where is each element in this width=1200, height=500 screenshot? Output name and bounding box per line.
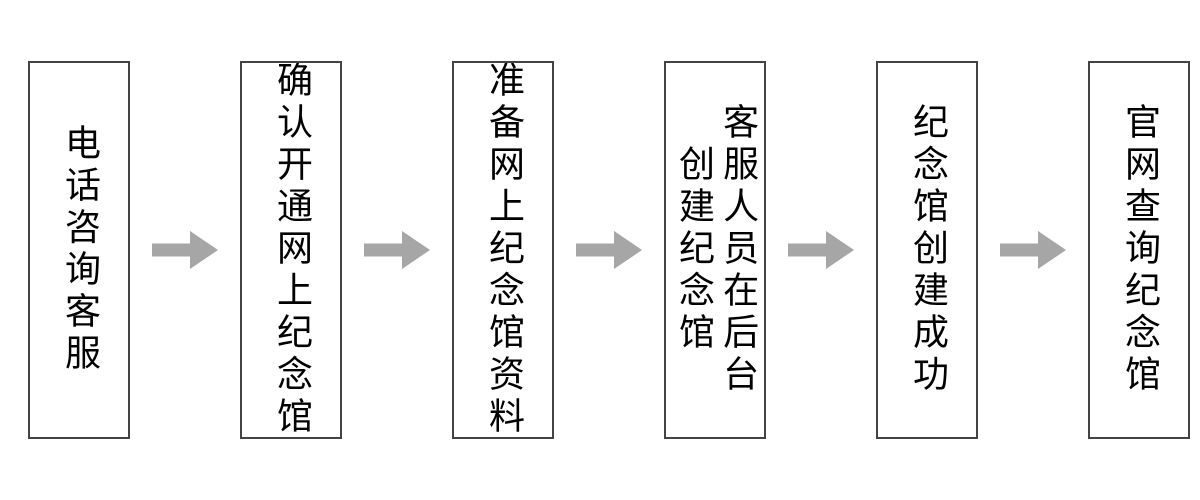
step-6-text-column-1: 官网查询纪念馆 [1119, 103, 1161, 397]
step-3-text-column-1: 准备网上纪念馆资料 [483, 61, 525, 439]
step-box-2-confirm-open-memorial[interactable]: 确认开通网上纪念馆 [240, 61, 342, 439]
step-2-text-column-1: 确认开通网上纪念馆 [271, 61, 313, 439]
step-4-text-column-2: 创建纪念馆 [673, 145, 714, 355]
step-box-6-query-memorial-on-site[interactable]: 官网查询纪念馆 [1088, 61, 1190, 439]
step-5-text-column-1: 纪念馆创建成功 [907, 103, 949, 397]
arrow-step3-to-step4 [576, 231, 642, 269]
step-4-text-column-1: 客服人员在后台 [717, 103, 759, 397]
step-box-4-support-creates-memorial[interactable]: 客服人员在后台 创建纪念馆 [664, 61, 766, 439]
arrow-step1-to-step2 [152, 231, 218, 269]
step-box-5-memorial-created-success[interactable]: 纪念馆创建成功 [876, 61, 978, 439]
step-box-3-prepare-memorial-materials[interactable]: 准备网上纪念馆资料 [452, 61, 554, 439]
step-box-1-phone-consult-support[interactable]: 电话咨询客服 [28, 61, 130, 439]
step-1-text-column-1: 电话咨询客服 [59, 124, 101, 376]
arrow-step4-to-step5 [788, 231, 854, 269]
arrow-step2-to-step3 [364, 231, 430, 269]
arrow-step5-to-step6 [1000, 231, 1066, 269]
